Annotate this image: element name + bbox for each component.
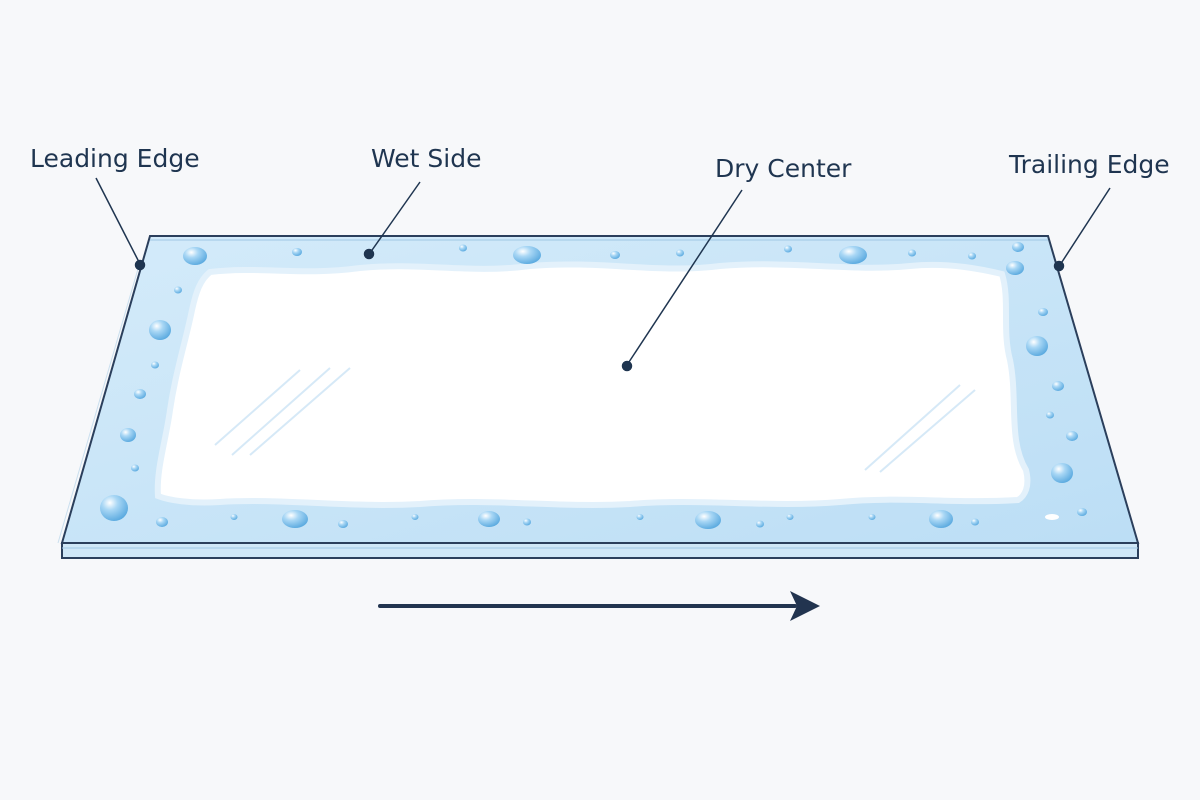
anchor-dot-wet-side	[363, 248, 375, 260]
leader-line-trailing-edge	[1059, 187, 1111, 266]
label-wet-side: Wet Side	[371, 144, 482, 173]
water-droplet-icon	[282, 510, 308, 528]
water-droplet-icon	[1046, 411, 1054, 419]
water-droplet-icon	[610, 251, 620, 259]
water-droplet-icon	[151, 361, 159, 369]
water-droplet-icon	[1052, 381, 1064, 391]
anchor-dot-leading-edge	[134, 259, 146, 271]
water-droplet-icon	[1012, 242, 1024, 252]
water-droplet-icon	[756, 520, 764, 528]
water-droplet-icon	[1038, 308, 1048, 316]
arrow-right-icon	[378, 591, 820, 621]
water-droplet-icon	[156, 517, 168, 527]
water-droplet-icon	[100, 495, 128, 521]
water-droplet-icon	[971, 518, 979, 526]
water-droplet-icon	[1066, 431, 1078, 441]
water-droplet-icon	[149, 320, 171, 340]
water-droplet-icon	[929, 510, 953, 528]
label-trailing-edge: Trailing Edge	[1009, 150, 1170, 179]
water-droplet-icon	[174, 286, 182, 294]
anchor-dot-dry-center	[621, 360, 633, 372]
label-dry-center: Dry Center	[715, 154, 852, 183]
leader-lines	[95, 177, 1111, 372]
leader-line-dry-center	[626, 189, 743, 366]
water-droplet-icon	[784, 245, 792, 253]
water-droplet-icon	[459, 244, 467, 252]
water-droplet-icon	[1077, 508, 1087, 516]
water-droplet-icon	[134, 389, 146, 399]
water-droplet-icon	[676, 249, 684, 257]
water-droplet-icon	[908, 249, 916, 257]
water-droplet-icon	[120, 428, 136, 442]
glass-reflections	[214, 367, 976, 473]
water-droplet-icon	[513, 246, 541, 264]
leader-line-wet-side	[369, 181, 421, 254]
water-droplet-icon	[868, 514, 876, 520]
glass-front-edge	[61, 542, 1139, 559]
water-droplet-icon	[1026, 336, 1048, 356]
water-droplet-icon	[411, 514, 419, 520]
water-droplet-icon	[183, 247, 207, 265]
water-droplet-icon	[636, 514, 644, 520]
water-droplet-icon	[478, 511, 500, 527]
water-droplet-icon	[1045, 514, 1059, 520]
water-droplet-icon	[1006, 261, 1024, 275]
water-droplet-icon	[1051, 463, 1073, 483]
dry-center-region	[154, 261, 1031, 508]
water-droplet-icon	[292, 248, 302, 256]
water-droplet-icon	[695, 511, 721, 529]
leader-line-leading-edge	[95, 177, 141, 265]
water-droplet-icon	[786, 514, 794, 520]
water-droplet-icon	[338, 520, 348, 528]
water-droplet-icon	[230, 514, 238, 520]
water-droplet-icon	[131, 464, 139, 472]
water-droplet-icon	[839, 246, 867, 264]
water-droplet-icon	[523, 518, 531, 526]
anchor-dot-trailing-edge	[1053, 260, 1065, 272]
water-droplet-icon	[968, 252, 976, 260]
water-droplets	[100, 242, 1087, 529]
label-leading-edge: Leading Edge	[30, 144, 200, 173]
